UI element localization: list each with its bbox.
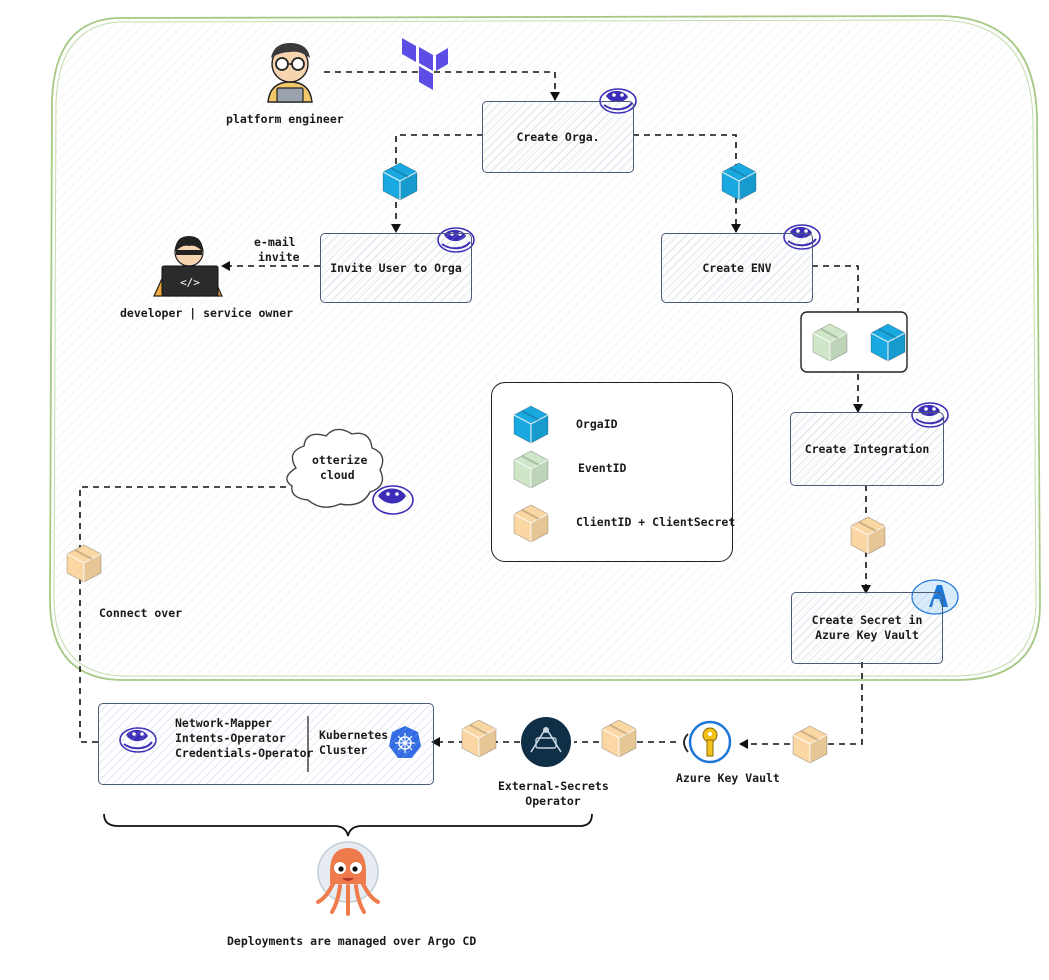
legend-item-label: OrgaID	[576, 417, 618, 431]
platform-engineer-label: platform engineer	[226, 112, 344, 126]
otterize-cloud-label-2: cloud	[320, 468, 355, 482]
cluster-box: Network-Mapper Intents-Operator Credenti…	[98, 703, 434, 785]
kubernetes-icon	[389, 726, 421, 758]
legend-box: OrgaID EventID ClientID + ClientSecret	[491, 382, 736, 562]
terraform-icon	[402, 38, 448, 90]
orange-cube-icon	[792, 725, 828, 764]
create-env-box: Create ENV	[661, 233, 813, 303]
email-invite-label-1: e-mail	[254, 235, 296, 249]
developer-icon: </>	[153, 236, 223, 297]
orange-cube-icon	[513, 504, 549, 543]
create-secret-label-1: Create Secret in	[811, 613, 923, 627]
argo-caption: Deployments are managed over Argo CD	[227, 934, 477, 948]
external-secrets-operator-icon	[521, 717, 571, 767]
svg-text:</>: </>	[180, 276, 200, 289]
legend-item-label: EventID	[578, 461, 627, 475]
green-cube-icon	[513, 450, 549, 489]
create-secret-box: Create Secret in Azure Key Vault	[791, 592, 943, 664]
cluster-op-network-mapper: Network-Mapper	[175, 716, 272, 730]
otterize-cloud-region	[49, 15, 1041, 681]
platform-engineer-icon	[267, 42, 313, 103]
kubernetes-label-2: Cluster	[319, 743, 368, 757]
create-env-label: Create ENV	[702, 260, 772, 275]
create-integration-box: Create Integration	[790, 412, 944, 486]
cluster-op-intents-operator: Intents-Operator	[175, 731, 286, 745]
cluster-op-credentials-operator: Credentials-Operator	[175, 746, 314, 760]
edge-secret-to-keyvault	[739, 662, 863, 749]
create-orga-box: Create Orga.	[482, 101, 634, 173]
create-integration-label: Create Integration	[804, 441, 930, 456]
blue-cube-icon	[513, 405, 549, 444]
orange-cube-icon	[461, 719, 497, 758]
create-orga-label: Create Orga.	[516, 129, 600, 144]
edge-cluster-to-cloud	[79, 486, 286, 743]
deployment-brace	[103, 813, 593, 837]
azure-key-vault-icon	[683, 720, 732, 764]
otterize-cloud-icon	[286, 428, 414, 515]
connect-over-label: Connect over	[99, 606, 183, 620]
create-secret-label-2: Azure Key Vault	[815, 628, 919, 642]
email-invite-label-2: invite	[258, 250, 300, 264]
edge-orga-to-env	[633, 134, 741, 233]
invite-user-box: Invite User to Orga	[320, 233, 472, 303]
kubernetes-label-1: Kubernetes	[319, 728, 389, 742]
eso-label-2: Operator	[525, 794, 581, 808]
developer-label: developer | service owner	[120, 306, 294, 320]
eso-label-1: External-Secrets	[498, 779, 609, 793]
otterize-cloud-label-1: otterize	[312, 453, 368, 467]
orange-cube-icon	[601, 719, 637, 758]
edge-engineer-to-orga	[324, 71, 560, 101]
azure-key-vault-label: Azure Key Vault	[676, 771, 780, 785]
argo-cd-icon	[316, 841, 380, 916]
invite-user-label: Invite User to Orga	[330, 260, 462, 275]
legend-item-label: ClientID + ClientSecret	[576, 515, 736, 529]
